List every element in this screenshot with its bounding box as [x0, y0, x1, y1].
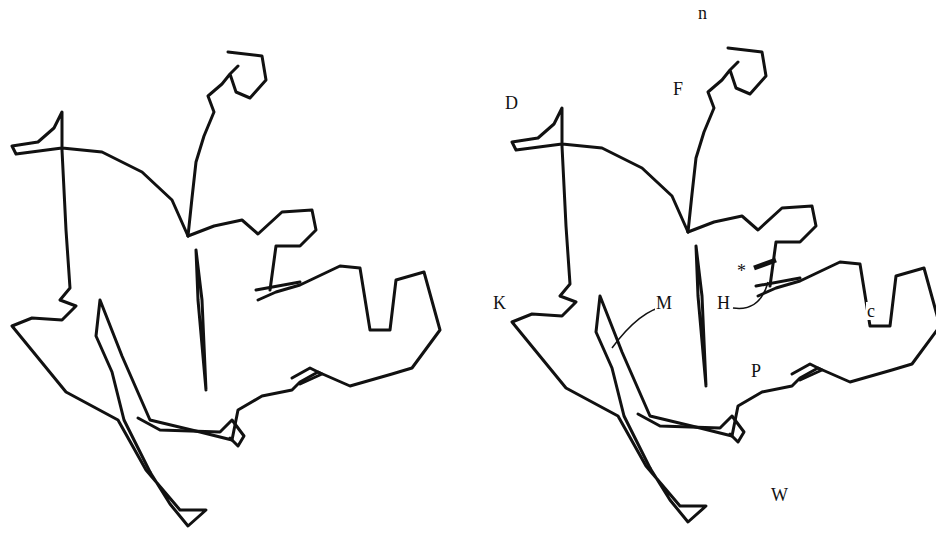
label-letter: *	[736, 262, 747, 280]
highlight-segment	[754, 260, 776, 268]
left-backbone	[12, 52, 440, 526]
label-letter: n	[697, 4, 708, 22]
right-backbone	[512, 48, 936, 522]
label-letter: K	[492, 294, 507, 312]
label-letter: M	[655, 294, 673, 312]
label-letter: F	[672, 80, 684, 98]
label-letter: H	[716, 294, 731, 312]
label-letter: c	[866, 302, 876, 320]
leader-line	[733, 282, 768, 308]
label-letter: D	[504, 94, 519, 112]
label-letter: P	[750, 362, 762, 380]
leader-line	[612, 306, 666, 348]
label-letter: W	[770, 486, 789, 504]
